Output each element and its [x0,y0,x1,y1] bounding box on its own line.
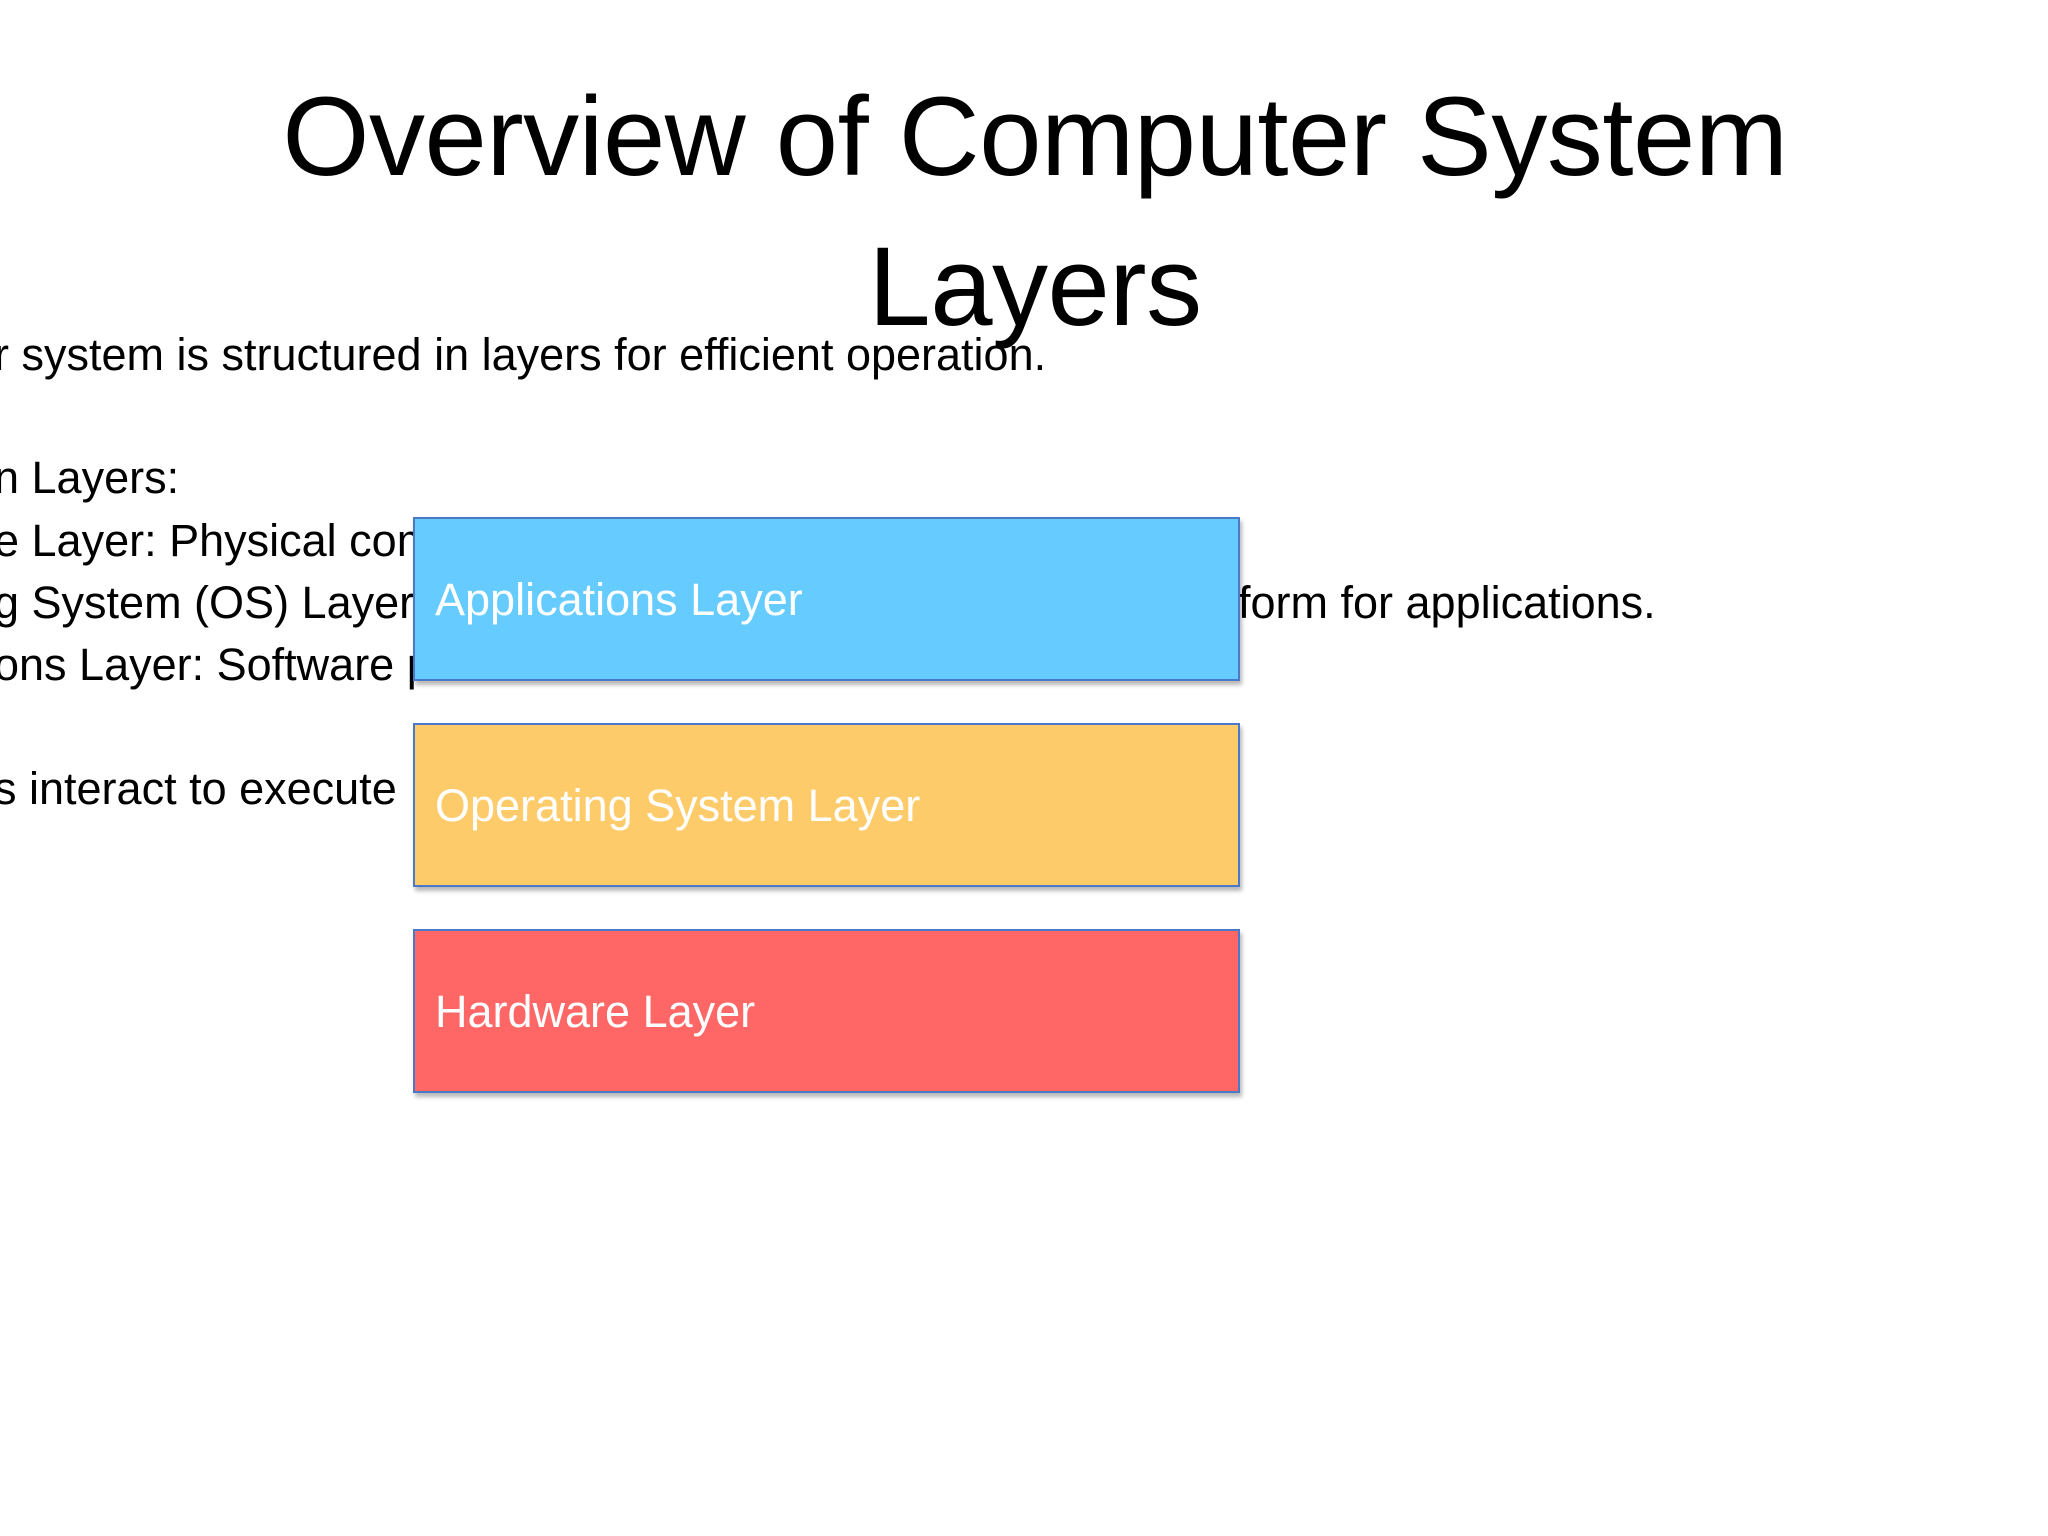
hardware-layer-label: Hardware Layer [435,985,756,1037]
slide-title-line-2: Layers [868,224,1202,349]
slide-title-line-1: Overview of Computer System [282,74,1788,199]
body-line-interaction: s interact to execute [0,763,397,814]
operating-system-layer-label: Operating System Layer [435,779,921,831]
body-line-applications: ons Layer: Software p [0,639,432,690]
body-line-intro: r system is structured in layers for eff… [0,329,1047,380]
applications-layer-label: Applications Layer [435,573,803,625]
body-line-hardware: e Layer: Physical com [0,515,435,566]
slide-title: Overview of Computer System Layers [120,62,1950,362]
body-line-os: g System (OS) Layer: [0,577,427,628]
operating-system-layer-box: Operating System Layer [413,723,1240,887]
body-line-layers-heading: n Layers: [0,452,180,503]
body-line-os-continued: form for applications. [1238,577,1656,628]
hardware-layer-box: Hardware Layer [413,929,1240,1093]
applications-layer-box: Applications Layer [413,517,1240,681]
